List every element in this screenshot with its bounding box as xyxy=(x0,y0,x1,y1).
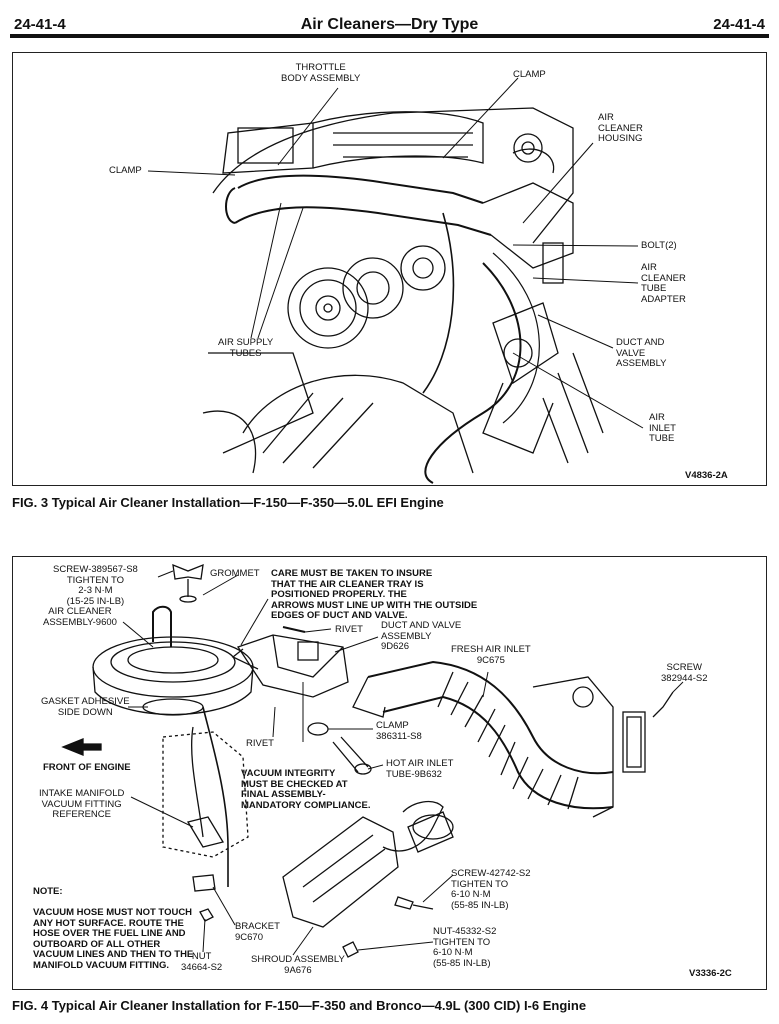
leader-grommet xyxy=(202,574,239,596)
leader-intake xyxy=(130,796,194,828)
label-tube-adapter: AIR CLEANER TUBE ADAPTER xyxy=(641,262,686,305)
figure-3-panel: THROTTLE BODY ASSEMBLY CLAMP CLAMP AIR C… xyxy=(12,52,767,486)
figure-3-caption: FIG. 3 Typical Air Cleaner Installation—… xyxy=(12,495,444,510)
label-clamp-left: CLAMP xyxy=(109,165,142,176)
label-air-cleaner-housing: AIR CLEANER HOUSING xyxy=(598,112,643,144)
leader-throttle xyxy=(277,87,339,166)
page-title: Air Cleaners—Dry Type xyxy=(300,16,479,33)
leader-rivet2 xyxy=(272,706,276,738)
label-air-inlet-tube: AIR INLET TUBE xyxy=(649,412,676,444)
leader-inlet xyxy=(512,352,644,429)
leader-clamp-top xyxy=(442,77,519,159)
leader-housing xyxy=(522,142,594,224)
label-clamp-386311: CLAMP 386311-S8 xyxy=(376,720,422,742)
leader-bracket xyxy=(212,886,236,926)
leader-care xyxy=(240,598,269,646)
leader-nut2 xyxy=(357,941,434,951)
figure-4-exploded-drawing xyxy=(61,563,674,958)
figure-3-engine-drawing xyxy=(202,107,604,484)
leader-adapter xyxy=(532,277,639,284)
leader-screw1 xyxy=(157,570,174,578)
label-gasket: GASKET ADHESIVE SIDE DOWN xyxy=(41,696,130,718)
label-air-supply-tubes: AIR SUPPLY TUBES xyxy=(218,337,274,359)
label-bracket: BRACKET 9C670 xyxy=(235,921,280,943)
label-screw-389567: SCREW-389567-S8 TIGHTEN TO 2-3 N·m (15-2… xyxy=(53,564,138,607)
leader-bolt xyxy=(512,244,639,247)
label-screw-382944: SCREW 382944-S2 xyxy=(661,662,708,684)
fig4-code: V3336-2C xyxy=(689,968,732,979)
label-hot-air-inlet: HOT AIR INLET TUBE-9B632 xyxy=(386,758,454,780)
leader-rivet1 xyxy=(304,628,332,633)
header-rule xyxy=(10,34,769,38)
leader-supply-b xyxy=(257,207,304,339)
label-nut-45332: NUT-45332-S2 TIGHTEN TO 6-10 N·m (55-85 … xyxy=(433,926,497,969)
leader-screw2 xyxy=(672,681,684,693)
figure-4-panel: SCREW-389567-S8 TIGHTEN TO 2-3 N·m (15-2… xyxy=(12,556,767,990)
label-duct-valve-assembly: DUCT AND VALVE ASSEMBLY 9D626 xyxy=(381,620,462,652)
figure-4-caption: FIG. 4 Typical Air Cleaner Installation … xyxy=(12,998,587,1013)
leader-hotair xyxy=(367,764,384,770)
label-throttle-body: THROTTLE BODY ASSEMBLY xyxy=(281,62,361,84)
leader-duct xyxy=(537,314,614,349)
label-clamp-top: CLAMP xyxy=(513,69,546,80)
label-front-of-engine: FRONT OF ENGINE xyxy=(43,762,131,773)
label-duct-valve: DUCT AND VALVE ASSEMBLY xyxy=(616,337,667,369)
label-rivet-1: RIVET xyxy=(335,624,363,635)
page-header: 24-41-4 Air Cleaners—Dry Type 24-41-4 xyxy=(10,12,769,34)
label-grommet: GROMMET xyxy=(210,568,260,579)
page-number-right: 24-41-4 xyxy=(713,16,765,33)
label-bolt: BOLT(2) xyxy=(641,240,677,251)
label-air-cleaner-assembly: AIR CLEANER ASSEMBLY-9600 xyxy=(43,606,117,628)
label-intake-manifold: INTAKE MANIFOLD VACUUM FITTING REFERENCE xyxy=(39,788,125,820)
label-nut-34664: NUT 34664-S2 xyxy=(181,951,223,973)
label-fresh-air-inlet: FRESH AIR INLET 9C675 xyxy=(451,644,531,666)
label-shroud-assembly: SHROUD ASSEMBLY 9A676 xyxy=(251,954,345,976)
leader-supply-a xyxy=(250,202,282,339)
leader-clamp-left xyxy=(147,170,236,176)
label-screw-42742: SCREW-42742-S2 TIGHTEN TO 6-10 N·m (55-8… xyxy=(451,868,531,911)
label-vacuum-integrity: VACUUM INTEGRITY MUST BE CHECKED AT FINA… xyxy=(241,768,371,811)
label-care-note: CARE MUST BE TAKEN TO INSURE THAT THE AI… xyxy=(271,568,478,621)
leader-duct xyxy=(334,636,379,653)
leader-screw3 xyxy=(422,874,454,903)
leader-shroud xyxy=(292,926,314,956)
leader-nut1 xyxy=(202,918,206,953)
label-note: NOTE: VACUUM HOSE MUST NOT TOUCH ANY HOT… xyxy=(33,886,194,971)
page-number-left: 24-41-4 xyxy=(14,16,66,33)
leader-air-cleaner xyxy=(122,621,154,648)
label-rivet-2: RIVET xyxy=(246,738,274,749)
leader-fresh xyxy=(482,671,489,698)
fig3-code: V4836-2A xyxy=(685,470,728,481)
